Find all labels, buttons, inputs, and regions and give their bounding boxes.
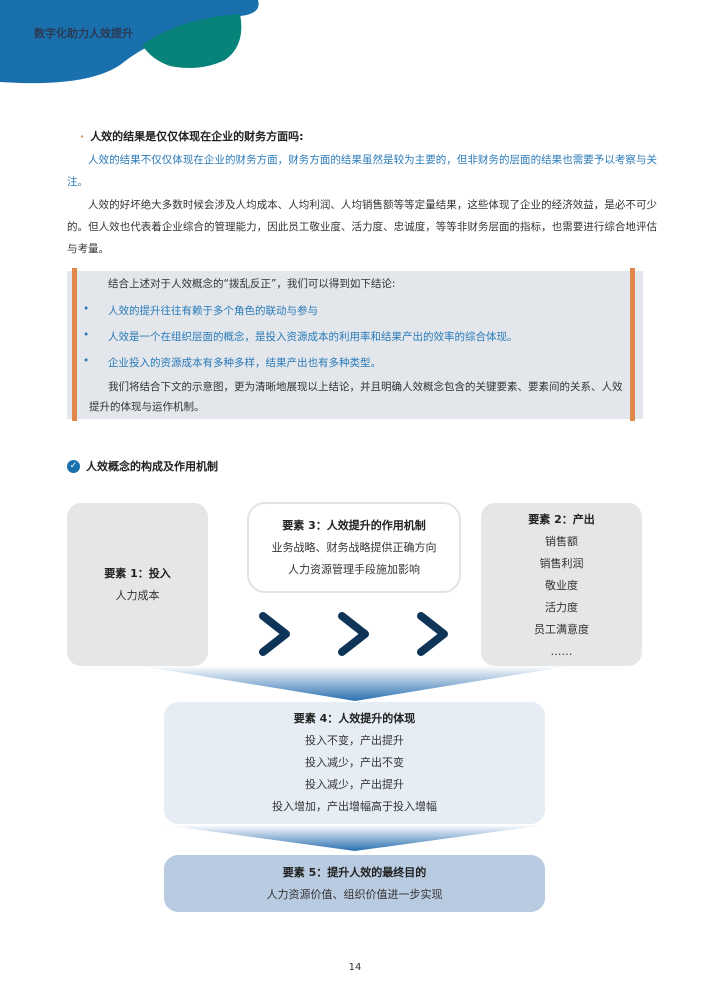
answer-paragraph: 人效的结果不仅仅体现在企业的财务方面，财务方面的结果虽然是较为主要的，但非财务的… — [67, 154, 657, 188]
funnel-arrow-2 — [164, 825, 545, 851]
conclusion-intro: 结合上述对于人效概念的“拨乱反正”，我们可以得到如下结论: — [108, 278, 396, 290]
element-2-output-box: 要素 2：产出 销售额 销售利润 敬业度 活力度 员工满意度 …… — [481, 503, 642, 666]
question-text: 人效的结果是仅仅体现在企业的财务方面吗: — [90, 130, 304, 143]
funnel-arrow-1 — [140, 666, 570, 701]
element-3-mechanism-box: 要素 3：人效提升的作用机制 业务战略、财务战略提供正确方向 人力资源管理手段施… — [247, 502, 461, 593]
conclusion-bullet: •人效是一个在组织层面的概念，是投入资源成本的利用率和结果产出的效率的综合体现。 — [83, 329, 518, 343]
element-1-input-box: 要素 1：投入人力成本 — [67, 503, 208, 666]
header-title: 数字化助力人效提升 — [34, 27, 133, 40]
accent-bar-left — [72, 268, 77, 421]
header-decoration — [0, 0, 259, 84]
detail-paragraph: 人效的好坏绝大多数时候会涉及人均成本、人均利润、人均销售额等等定量结果，这些体现… — [67, 199, 657, 255]
conclusion-box: 结合上述对于人效概念的“拨乱反正”，我们可以得到如下结论: •人效的提升往往有赖… — [67, 271, 643, 419]
conclusion-outro: 我们将结合下文的示意图，更为清晰地展现以上结论，并且明确人效概念包含的关键要素、… — [89, 381, 623, 413]
page-number: 14 — [348, 962, 362, 973]
element-5-goal-box: 要素 5：提升人效的最终目的 人力资源价值、组织价值进一步实现 — [164, 855, 545, 912]
chevron-right-icon — [338, 612, 369, 656]
chevron-right-icon — [259, 612, 290, 656]
chevron-right-icon — [417, 612, 448, 656]
conclusion-bullet: •人效的提升往往有赖于多个角色的联动与参与 — [83, 303, 318, 317]
question-heading: ·人效的结果是仅仅体现在企业的财务方面吗: — [80, 130, 304, 143]
check-circle-icon: ✓ — [67, 459, 80, 473]
conclusion-bullet: •企业投入的资源成本有多种多样，结果产出也有多种类型。 — [83, 355, 381, 369]
section-heading: ✓人效概念的构成及作用机制 — [67, 458, 218, 474]
element-4-manifestation-box: 要素 4：人效提升的体现 投入不变，产出提升 投入减少，产出不变 投入减少，产出… — [164, 702, 545, 824]
accent-bar-right — [630, 268, 635, 421]
